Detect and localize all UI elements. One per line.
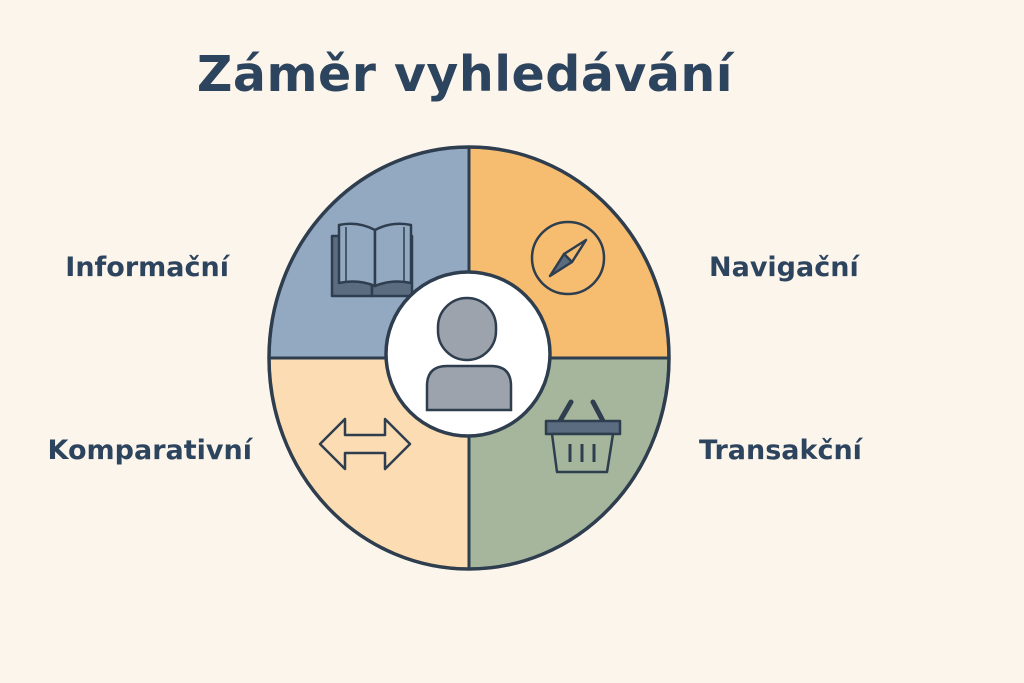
compass-icon xyxy=(530,220,606,296)
label-komparativni: Komparativní xyxy=(47,435,252,466)
user-icon xyxy=(425,296,513,412)
basket-icon xyxy=(544,399,622,474)
book-icon xyxy=(330,222,414,298)
label-transakcni: Transakční xyxy=(699,435,862,466)
label-navigacni: Navigační xyxy=(709,252,859,283)
double-arrow-icon xyxy=(318,417,412,471)
wheel-outline xyxy=(267,145,671,571)
label-informacni: Informační xyxy=(65,252,229,283)
diagram-title: Záměr vyhledávání xyxy=(196,46,734,103)
